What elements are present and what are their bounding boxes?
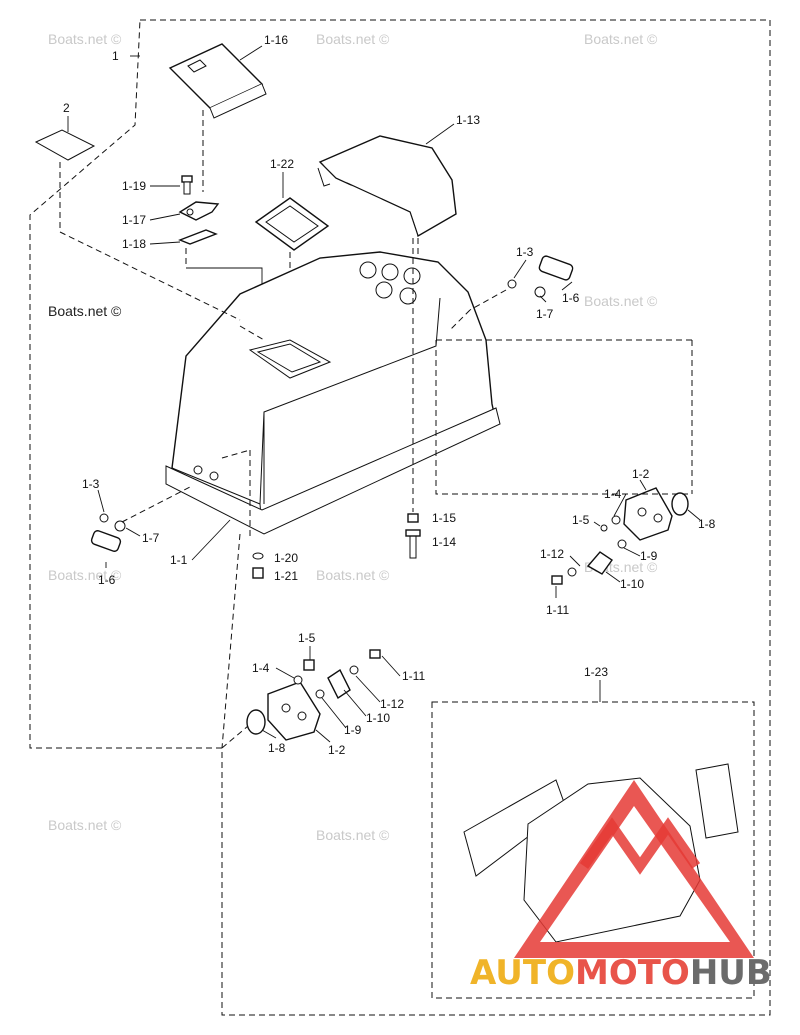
part-top-seal: [254, 172, 330, 342]
callout-1-22: 1-22: [270, 157, 294, 171]
callout-1-2: 1-2: [328, 743, 346, 757]
callout-1-11: 1-11: [546, 603, 569, 617]
callout-1-6: 1-6: [562, 291, 580, 305]
callout-1-23: 1-23: [584, 665, 608, 679]
callout-1-3: 1-3: [516, 245, 534, 259]
watermarks: Boats.net © Boats.net © Boats.net © Boat…: [48, 31, 658, 843]
callout-1-13: 1-13: [456, 113, 480, 127]
brand-wordmark: AUTOMOTOHUB: [470, 953, 772, 993]
callout-1-11: 1-11: [402, 669, 425, 683]
watermark-text: Boats.net ©: [316, 827, 390, 843]
callout-1-10: 1-10: [620, 577, 644, 591]
brand-part-moto: MOTO: [575, 953, 690, 993]
callout-1-9: 1-9: [344, 723, 362, 737]
callout-1-16: 1-16: [264, 33, 288, 47]
part-bracket-center: [221, 646, 401, 749]
brand-part-auto: AUTO: [470, 953, 575, 993]
callout-1-5: 1-5: [298, 631, 316, 645]
part-lever-hardware: [149, 175, 263, 330]
part-bolts-center: [252, 238, 421, 579]
callout-1-2: 1-2: [632, 467, 650, 481]
part-lever-cover: [168, 43, 267, 192]
watermark-text: Boats.net ©: [48, 31, 122, 47]
watermark-text: Boats.net ©: [48, 303, 122, 319]
callout-1-8: 1-8: [268, 741, 286, 755]
brand-triangle-icon: [514, 780, 754, 958]
callout-2: 2: [63, 101, 70, 115]
callout-1-5: 1-5: [572, 513, 590, 527]
watermark-text: Boats.net ©: [584, 31, 658, 47]
callout-1-21: 1-21: [274, 569, 298, 583]
callout-labels: 1 2 1-16 1-13 1-22 1-19 1-17 1-18 1-3 1-…: [63, 33, 716, 757]
watermark-text: Boats.net ©: [48, 817, 122, 833]
callout-1-18: 1-18: [122, 237, 146, 251]
watermark-text: Boats.net ©: [316, 31, 390, 47]
part-bracket-right: [435, 339, 701, 598]
part-top-cover: [317, 123, 457, 258]
watermark-text: Boats.net ©: [48, 567, 122, 583]
callout-1-8: 1-8: [698, 517, 716, 531]
watermark-text: Boats.net ©: [584, 293, 658, 309]
callout-1-19: 1-19: [122, 179, 146, 193]
callout-1-4: 1-4: [252, 661, 270, 675]
part-main-cowling: [59, 162, 501, 749]
callout-1-10: 1-10: [366, 711, 390, 725]
part-label-sticker: [34, 116, 96, 161]
callout-1-3: 1-3: [82, 477, 100, 491]
watermark-text: Boats.net ©: [316, 567, 390, 583]
callout-1-12: 1-12: [380, 697, 404, 711]
part-hook-lower-left: [90, 485, 193, 568]
brand-part-hub: HUB: [690, 953, 772, 993]
callout-1-17: 1-17: [122, 213, 146, 227]
callout-1-4: 1-4: [604, 487, 622, 501]
callout-1-1: 1-1: [170, 553, 188, 567]
callout-1-9: 1-9: [640, 549, 658, 563]
callout-1-14: 1-14: [432, 535, 456, 549]
callout-1-15: 1-15: [432, 511, 456, 525]
callout-1-12: 1-12: [540, 547, 564, 561]
callout-1-20: 1-20: [274, 551, 298, 565]
callout-1-7: 1-7: [536, 307, 554, 321]
callout-1-7: 1-7: [142, 531, 160, 545]
part-hook-upper-right: [449, 255, 574, 331]
brand-logo: AUTOMOTOHUB: [470, 780, 772, 993]
callout-1: 1: [112, 49, 119, 63]
callout-1-6: 1-6: [98, 573, 116, 587]
